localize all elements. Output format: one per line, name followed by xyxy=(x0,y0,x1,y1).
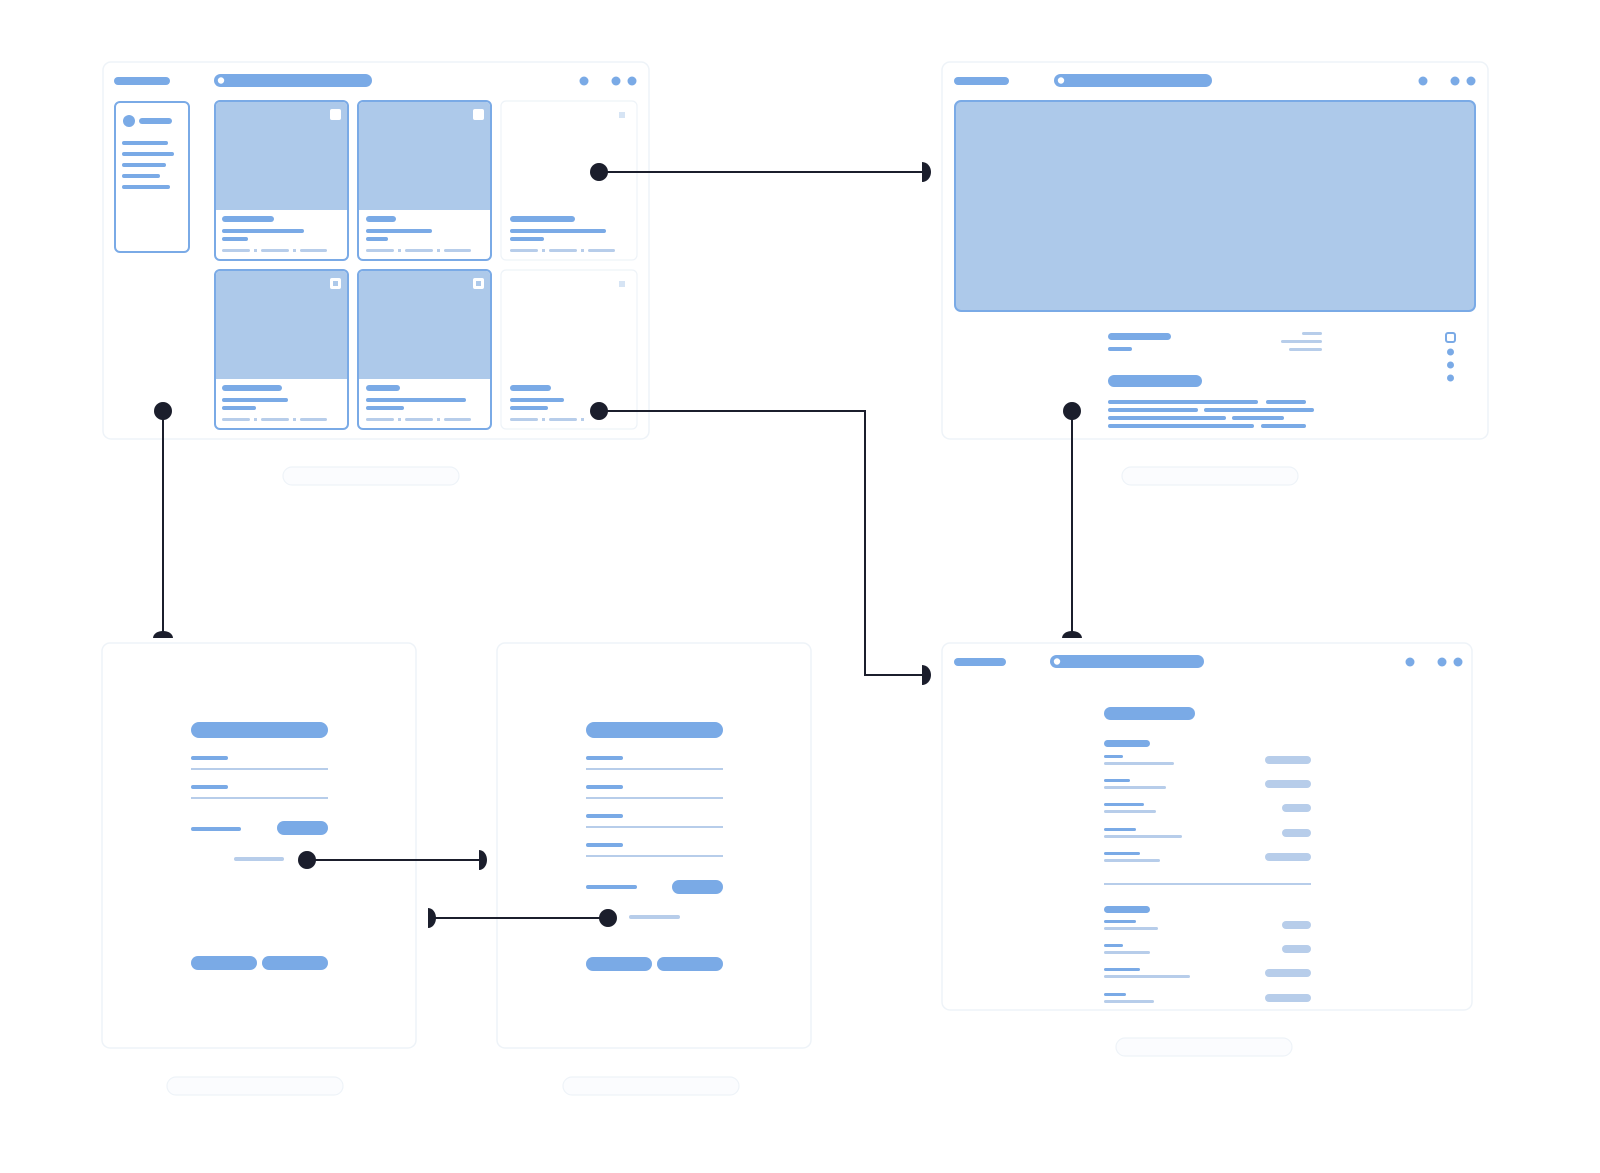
email-field[interactable] xyxy=(191,756,328,770)
product-card-ghost[interactable] xyxy=(500,100,638,261)
product-title xyxy=(1108,333,1171,340)
nav-dot-icon[interactable] xyxy=(1437,657,1447,667)
login-form-screen xyxy=(101,642,417,1096)
submit-button[interactable] xyxy=(191,956,257,970)
avatar xyxy=(123,115,135,127)
form-title xyxy=(586,722,723,738)
submit-button[interactable] xyxy=(586,957,652,971)
connector-signup-to-login xyxy=(428,908,617,928)
settings-screen xyxy=(941,642,1473,1057)
password-field[interactable] xyxy=(191,785,328,799)
connector-catalog-to-settings xyxy=(590,402,931,685)
list-item[interactable] xyxy=(1104,944,1311,954)
logo-bar xyxy=(954,77,1009,85)
detail-screen xyxy=(941,61,1489,486)
login-frame xyxy=(101,642,417,1049)
screen-caption xyxy=(562,1076,740,1096)
signup-frame xyxy=(496,642,812,1049)
list-item[interactable] xyxy=(1104,803,1311,813)
email-field[interactable] xyxy=(586,785,723,799)
connector-catalog-to-detail xyxy=(590,162,931,182)
screen-caption xyxy=(1115,1037,1293,1057)
screen-caption xyxy=(282,466,460,486)
nav-dot-icon[interactable] xyxy=(1450,76,1460,86)
description-text xyxy=(1108,400,1314,428)
toggle-button[interactable] xyxy=(277,821,328,835)
search-bar[interactable] xyxy=(214,74,372,87)
checkbox-icon[interactable] xyxy=(473,109,484,120)
settings-title xyxy=(1104,707,1195,720)
filter-sidebar xyxy=(114,101,190,253)
connector-detail-to-settings xyxy=(1062,402,1082,638)
nav-dot-icon[interactable] xyxy=(1405,657,1415,667)
list-item[interactable] xyxy=(1104,993,1311,1003)
checkbox-icon[interactable] xyxy=(1445,332,1456,343)
nav-dot-icon[interactable] xyxy=(1453,657,1463,667)
settings-section xyxy=(1104,906,1311,1003)
more-dot-icon[interactable] xyxy=(1447,348,1454,356)
more-dot-icon[interactable] xyxy=(1447,374,1454,382)
remember-label xyxy=(191,827,241,831)
product-card[interactable] xyxy=(357,269,492,430)
screen-caption xyxy=(1121,466,1299,486)
checkbox-icon[interactable] xyxy=(330,109,341,120)
signup-form-screen xyxy=(496,642,812,1096)
screen-caption xyxy=(166,1076,344,1096)
catalog-screen xyxy=(102,61,650,486)
search-bar[interactable] xyxy=(1050,655,1204,668)
connector-login-to-signup xyxy=(298,850,487,870)
connector-catalog-to-login xyxy=(153,402,173,638)
list-item[interactable] xyxy=(1104,779,1311,789)
product-card[interactable] xyxy=(214,100,349,261)
settings-frame xyxy=(941,642,1473,1011)
terms-label xyxy=(586,885,637,889)
list-item[interactable] xyxy=(1104,968,1311,978)
section-divider xyxy=(1104,883,1311,885)
flow-connectors xyxy=(153,162,1082,928)
logo-bar xyxy=(954,658,1006,666)
nav-dot-icon[interactable] xyxy=(627,76,637,86)
login-link[interactable] xyxy=(629,915,680,919)
cancel-button[interactable] xyxy=(657,957,723,971)
search-bar[interactable] xyxy=(1054,74,1212,87)
list-item[interactable] xyxy=(1104,920,1311,930)
hero-image xyxy=(954,100,1476,312)
nav-dot-icon[interactable] xyxy=(611,76,621,86)
list-item[interactable] xyxy=(1104,852,1311,862)
nav-dot-icon[interactable] xyxy=(1418,76,1428,86)
password-field[interactable] xyxy=(586,814,723,828)
cancel-button[interactable] xyxy=(262,956,328,970)
action-icons[interactable] xyxy=(1445,332,1456,382)
confirm-password-field[interactable] xyxy=(586,843,723,857)
nav-dot-icon[interactable] xyxy=(1466,76,1476,86)
more-dot-icon[interactable] xyxy=(1447,361,1454,369)
product-card[interactable] xyxy=(214,269,349,430)
toggle-button[interactable] xyxy=(672,880,723,894)
primary-button[interactable] xyxy=(1108,375,1202,387)
form-title xyxy=(191,722,328,738)
nav-dot-icon[interactable] xyxy=(579,76,589,86)
settings-section xyxy=(1104,740,1311,862)
product-card-ghost[interactable] xyxy=(500,269,638,430)
name-field[interactable] xyxy=(586,756,723,770)
logo-bar xyxy=(114,77,170,85)
product-card[interactable] xyxy=(357,100,492,261)
list-item[interactable] xyxy=(1104,828,1311,838)
list-item[interactable] xyxy=(1104,755,1311,765)
signup-link[interactable] xyxy=(234,857,284,861)
